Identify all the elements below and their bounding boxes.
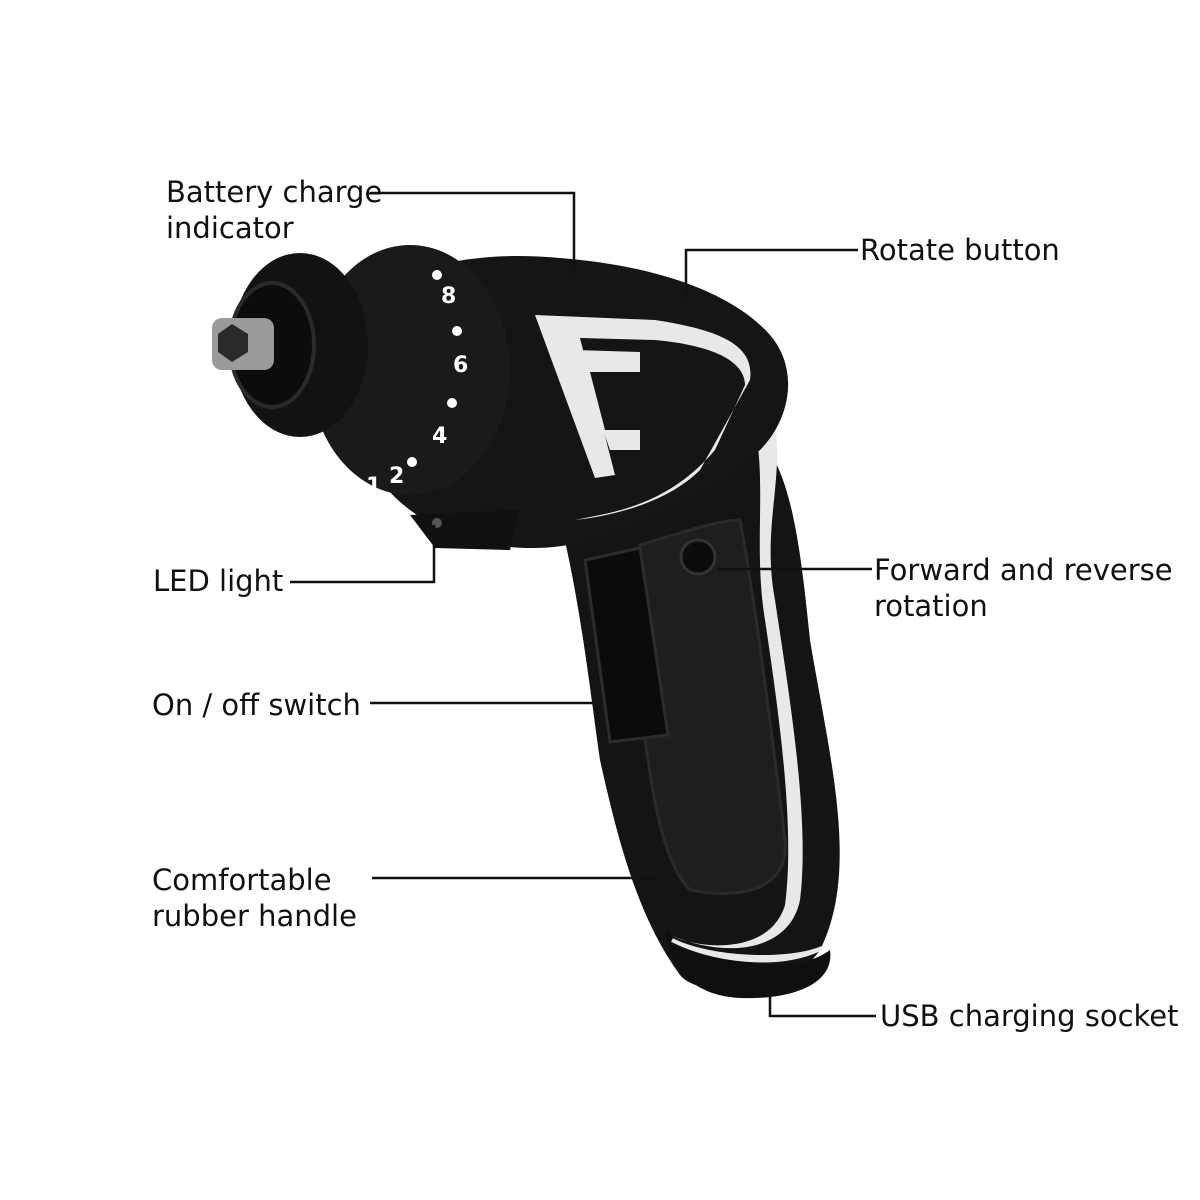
torque-dial-number: 8: [441, 284, 456, 309]
forward-reverse-button-part: [679, 538, 717, 576]
torque-dial-dot: [452, 326, 462, 336]
logo-emblem: [535, 315, 751, 520]
led-housing: [410, 510, 520, 550]
battery-indicator-label-line1: Battery charge: [166, 175, 383, 209]
torque-dial-number: 6: [453, 353, 468, 378]
torque-dial-number: 2: [389, 464, 404, 489]
handle-accent-stripe: [670, 400, 803, 949]
leader-line-rotate: [684, 248, 858, 300]
leader-line-battery: [370, 191, 576, 275]
rubber-handle-label-line2: rubber handle: [152, 899, 357, 933]
handle-base-stripe: [671, 938, 823, 963]
led-light-label-text: LED light: [153, 564, 284, 598]
on-off-switch-part: [583, 546, 670, 744]
rubber-grip-panel: [638, 518, 787, 895]
led-light-label: LED light: [153, 563, 283, 599]
battery-indicator-label-line2: indicator: [166, 211, 294, 245]
usb-socket-label-text: USB charging socket: [880, 999, 1179, 1033]
forward-reverse-label-line1: Forward and reverse: [874, 553, 1173, 587]
battery-indicator-label: Battery charge indicator: [166, 174, 382, 246]
torque-dial-dot: [407, 457, 417, 467]
torque-dial-number: 4: [432, 424, 447, 449]
rubber-handle-label-line1: Comfortable: [152, 863, 332, 897]
leader-lines: [290, 191, 876, 1018]
rubber-handle-label: Comfortable rubber handle: [152, 862, 357, 934]
rotate-button-label: Rotate button: [860, 232, 1060, 268]
forward-reverse-label: Forward and reverse rotation: [874, 552, 1173, 624]
leader-line-usb: [768, 990, 876, 1018]
torque-dial-dot: [447, 398, 457, 408]
forward-reverse-label-line2: rotation: [874, 589, 988, 623]
handle-base: [665, 930, 831, 999]
leader-line-led: [290, 525, 436, 584]
on-off-switch-label: On / off switch: [152, 687, 361, 723]
logo-emblem-inner: [575, 350, 640, 450]
rotate-button-label-text: Rotate button: [860, 233, 1060, 267]
torque-dial: 1 2 4 6 8: [366, 270, 468, 499]
hex-socket: [218, 324, 248, 362]
torque-dial-number: 1: [366, 474, 381, 499]
torque-dial-dot: [432, 270, 442, 280]
on-off-switch-label-text: On / off switch: [152, 688, 361, 722]
usb-socket-label: USB charging socket: [880, 998, 1179, 1034]
